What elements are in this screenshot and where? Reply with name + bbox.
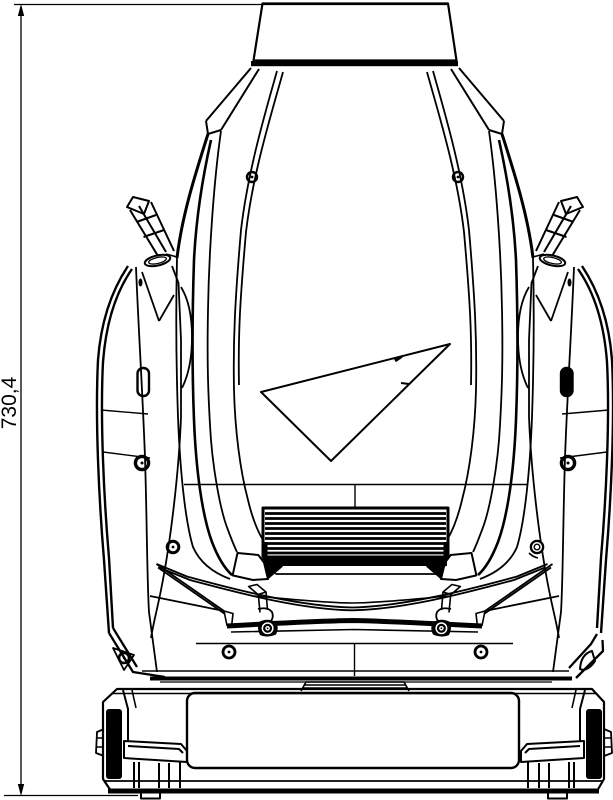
svg-text:730,4: 730,4 (0, 376, 21, 429)
